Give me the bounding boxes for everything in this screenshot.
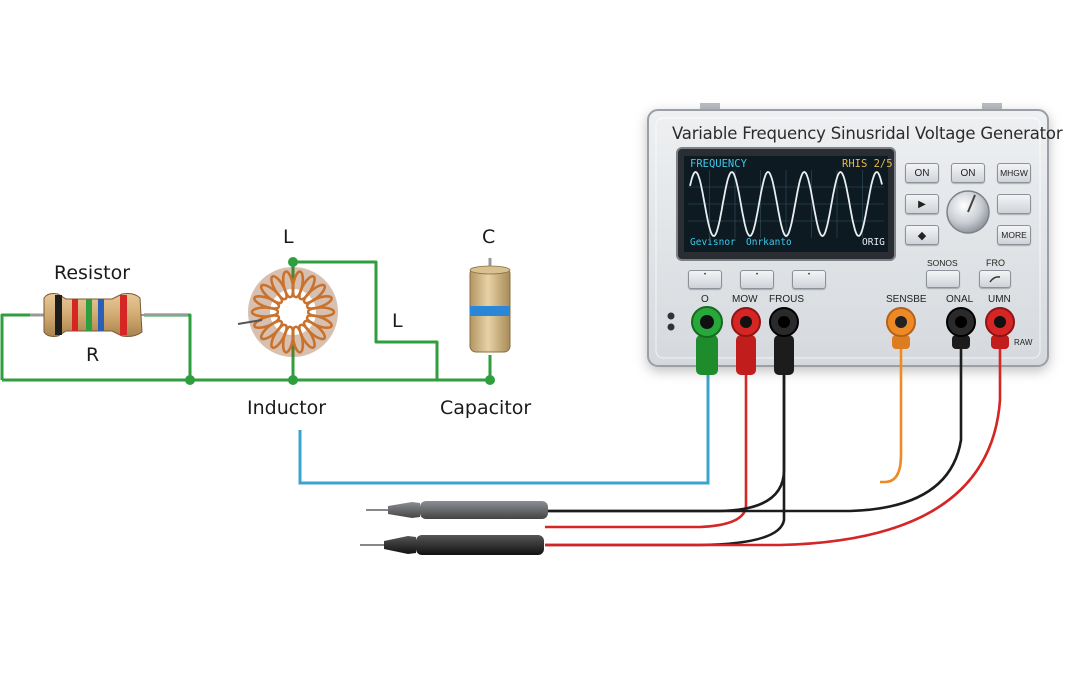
sonos-button[interactable] — [926, 270, 960, 288]
test-leads — [545, 349, 1002, 547]
resistor — [30, 293, 188, 337]
blank-button[interactable] — [997, 194, 1031, 214]
color-band — [72, 299, 78, 331]
red-jack-2 — [985, 307, 1015, 349]
probe-upper — [366, 501, 548, 519]
screen-bottom-right: ORIG — [862, 237, 885, 248]
indicator-dot — [667, 323, 675, 331]
black-jack — [769, 307, 799, 375]
screen-rms-readout: RHIS 2/5 — [842, 158, 893, 170]
coil-turn — [305, 294, 333, 310]
inductor-symbol-2: L — [392, 310, 403, 332]
black-lead — [545, 375, 786, 513]
jack-label-mow: MOW — [732, 294, 758, 305]
soft-key-1[interactable]: • — [688, 270, 722, 289]
jack-label-o: O — [701, 294, 709, 305]
fro-button[interactable] — [979, 270, 1011, 288]
color-band — [120, 295, 127, 335]
black-lead-3 — [545, 349, 963, 513]
color-band — [98, 299, 104, 331]
capacitor-band — [470, 306, 510, 316]
resistor-label: Resistor — [54, 262, 130, 284]
blue-connection-wire — [298, 372, 710, 485]
more-button[interactable]: MORE — [997, 225, 1031, 245]
soft-key-2[interactable]: • — [740, 270, 774, 289]
black-lead-2 — [545, 375, 786, 547]
capacitor-label: Capacitor — [440, 397, 532, 419]
junction-dot — [185, 375, 195, 385]
soft-key-3[interactable]: • — [792, 270, 826, 289]
orange-lead — [880, 349, 903, 484]
resistor-right-wire — [144, 313, 192, 380]
red-lead-2 — [545, 349, 1002, 547]
jack-label-onal: ONAL — [946, 294, 974, 305]
inductor-toroid — [237, 267, 338, 357]
mhgw-button[interactable]: MHGW — [997, 163, 1031, 183]
sonos-label: SONOS — [927, 258, 958, 268]
on-button-2[interactable]: ON — [951, 163, 985, 183]
inductor-label: Inductor — [247, 397, 327, 419]
screen-bottom-left: Gevisnor — [690, 237, 736, 248]
resistor-body — [43, 293, 143, 337]
inductor-symbol: L — [283, 226, 294, 248]
orange-jack — [886, 307, 916, 349]
junction-dot — [288, 375, 298, 385]
fro-label: FRO — [986, 258, 1005, 268]
inductor-top-wire — [293, 260, 439, 380]
red-jack — [731, 307, 761, 375]
junction-dot — [288, 257, 298, 267]
jack-label-umn: UMN — [988, 294, 1011, 305]
inductor-windings — [250, 270, 336, 354]
banana-jacks — [691, 306, 1015, 375]
resistor-symbol: R — [86, 344, 100, 366]
screen-frequency-label: FREQUENCY — [690, 158, 747, 170]
capacitor-symbol: C — [482, 226, 496, 248]
soft-key-dot: • — [807, 271, 811, 278]
jack-label-sensbe: SENSBE — [886, 294, 927, 305]
black-jack-2 — [946, 307, 976, 349]
fro-icon — [989, 276, 1001, 283]
capacitor — [469, 258, 511, 353]
sine-wave-trace — [689, 171, 883, 237]
color-band — [86, 299, 92, 331]
soft-key-dot: • — [703, 271, 707, 278]
junction-dots — [185, 257, 495, 385]
stop-button[interactable]: ◆ — [905, 225, 939, 245]
red-lead — [545, 375, 748, 529]
jack-label-frous: FROUS — [769, 294, 804, 305]
junction-dot — [485, 375, 495, 385]
color-band — [55, 295, 62, 335]
soft-key-dot: • — [755, 271, 759, 278]
probe-lower — [360, 535, 544, 555]
play-button[interactable]: ▶ — [905, 194, 939, 214]
generator-unit — [647, 103, 1049, 367]
screen-bottom-mid: Onrkanto — [746, 237, 792, 248]
green-jack — [691, 306, 723, 375]
indicator-dot — [667, 312, 675, 320]
corner-tag-label: RAW — [1014, 338, 1033, 347]
generator-title: Variable Frequency Sinusridal Voltage Ge… — [672, 124, 1063, 143]
resistor-left-wire — [0, 313, 40, 380]
on-button[interactable]: ON — [905, 163, 939, 183]
